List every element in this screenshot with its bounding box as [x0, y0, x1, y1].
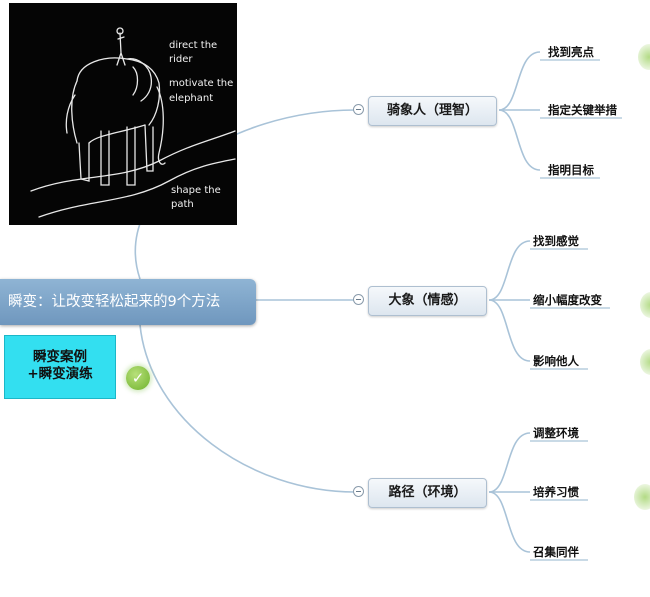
branch-path[interactable]: 路径（环境）: [368, 478, 487, 508]
connector-central-branch3: [139, 324, 356, 493]
leaf-find-feeling[interactable]: 找到感觉: [533, 234, 579, 248]
elephant-sketch: [30, 27, 236, 218]
branch-elephant[interactable]: 大象（情感）: [368, 286, 487, 316]
caption-motivate: motivate the: [169, 78, 234, 89]
connector-branch2-leaf1: [488, 240, 531, 301]
callout-line-1: 瞬变案例: [33, 349, 87, 365]
callout-case-practice[interactable]: 瞬变案例 +瞬变演练: [4, 335, 116, 399]
caption-shape-path: shape the path: [171, 185, 221, 210]
connector-branch1-leaf3: [498, 109, 541, 171]
elephant-rider-illustration: direct the rider motivate the elephant s…: [9, 3, 237, 225]
collapse-toggle-icon[interactable]: [353, 486, 364, 497]
callout-line-2: +瞬变演练: [27, 366, 93, 382]
leaf-influence-others[interactable]: 影响他人: [533, 354, 579, 368]
leaf-find-bright-spots[interactable]: 找到亮点: [548, 45, 594, 59]
check-icon: ✓: [126, 366, 150, 390]
central-topic[interactable]: 瞬变：让改变轻松起来的9个方法: [0, 279, 256, 325]
connector-branch3-leaf1: [488, 432, 531, 493]
leaf-point-destination[interactable]: 指明目标: [548, 163, 594, 177]
check-icon: [638, 44, 650, 70]
connector-branch1-leaf1: [498, 51, 541, 111]
branch-rider[interactable]: 骑象人（理智）: [368, 96, 497, 126]
leaf-script-critical-moves[interactable]: 指定关键举措: [548, 103, 617, 117]
check-icon: [640, 292, 650, 318]
collapse-toggle-icon[interactable]: [353, 294, 364, 305]
leaf-build-habits[interactable]: 培养习惯: [533, 485, 579, 499]
leaf-rally-herd[interactable]: 召集同伴: [533, 545, 579, 559]
caption-elephant: elephant: [169, 93, 214, 104]
collapse-toggle-icon[interactable]: [353, 104, 364, 115]
connector-branch2-leaf3: [488, 299, 531, 362]
leaf-shrink-change[interactable]: 缩小幅度改变: [533, 293, 602, 307]
caption-direct-rider: direct the rider: [169, 40, 218, 65]
connector-branch3-leaf3: [488, 491, 531, 553]
check-icon: [634, 484, 650, 510]
leaf-tweak-environment[interactable]: 调整环境: [533, 426, 579, 440]
check-icon: [640, 349, 650, 375]
